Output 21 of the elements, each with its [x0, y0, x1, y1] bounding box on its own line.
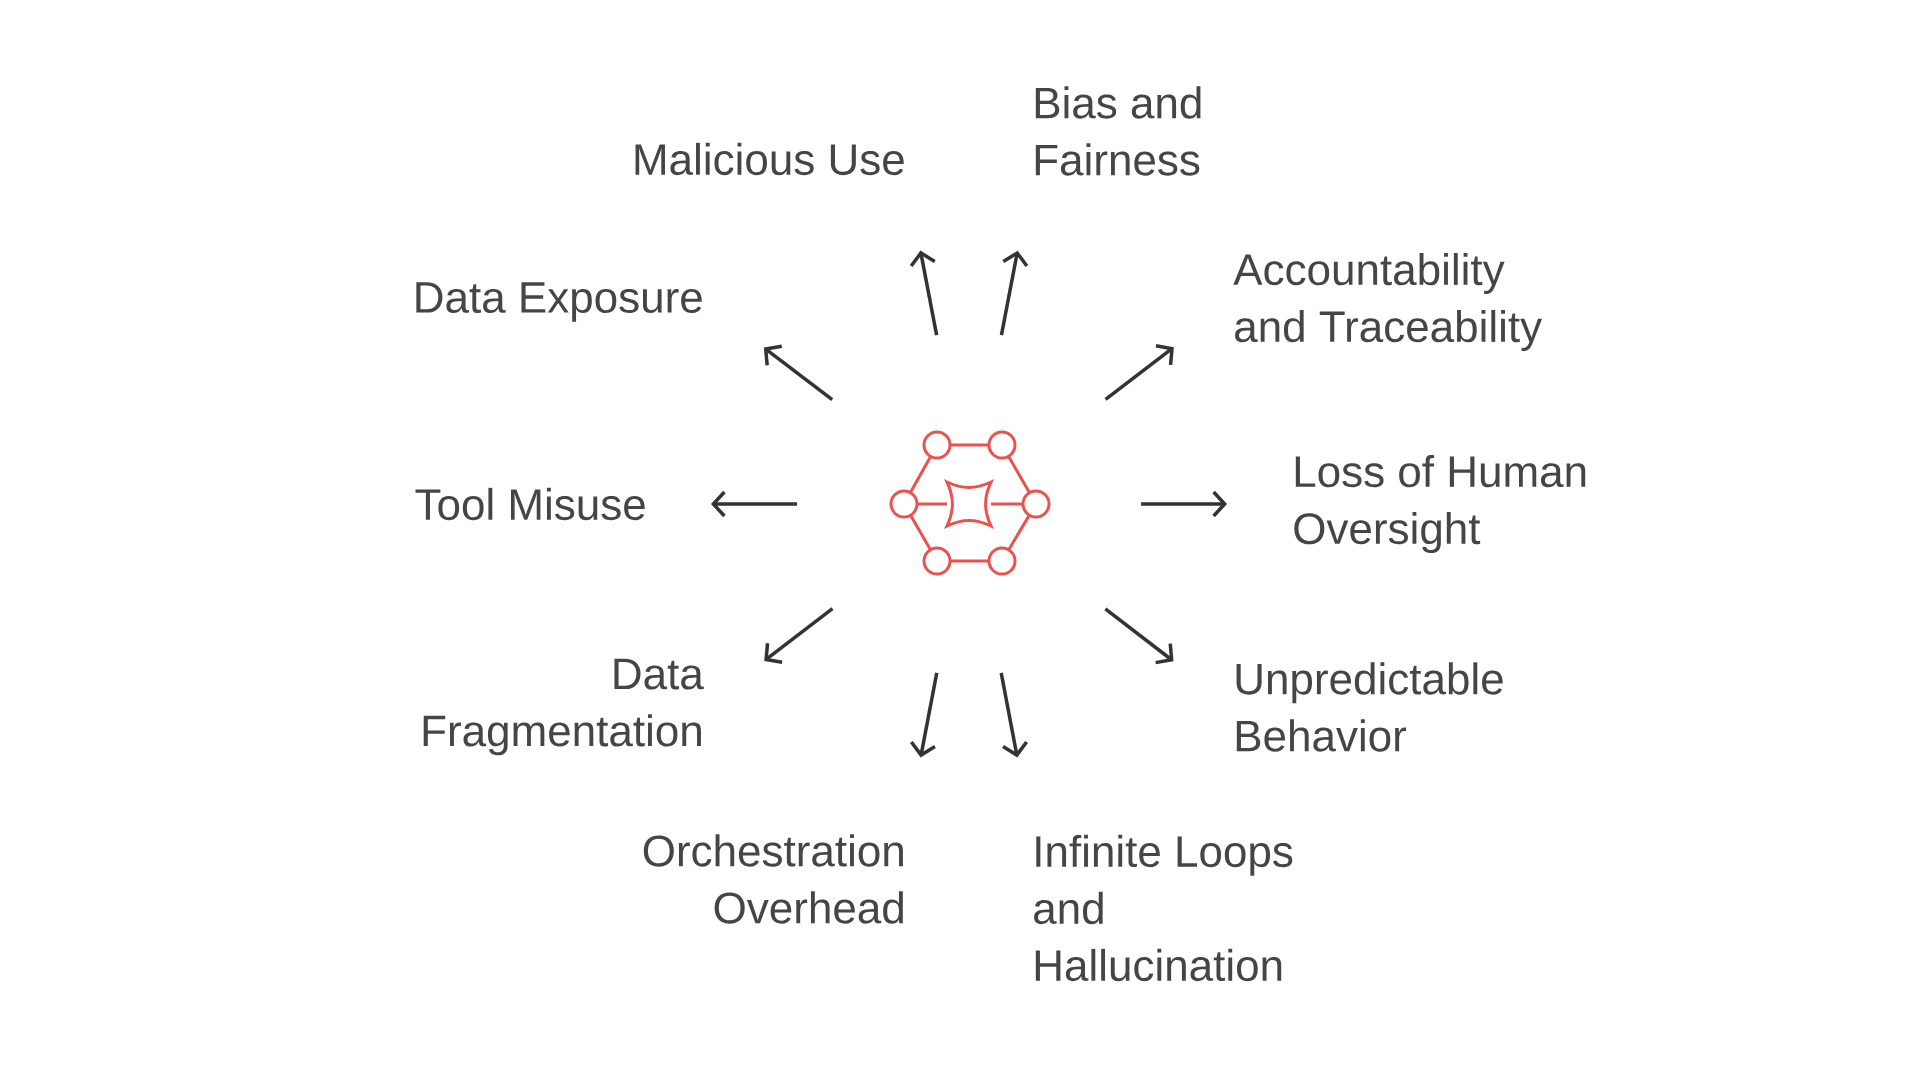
arrow: [909, 672, 939, 758]
risk-label: Infinite Loops and Hallucination: [1034, 834, 1293, 982]
risk-label: Data Fragmentation: [423, 658, 704, 756]
risk-label: Bias and Fairness: [1035, 86, 1201, 176]
arrow: [1141, 490, 1227, 518]
risk-label: Malicious Use: [635, 142, 904, 176]
risk-label: Accountability and Traceability: [1233, 253, 1543, 351]
arrow: [909, 250, 939, 336]
arrow: [763, 344, 834, 402]
risk-label: Data Exposure: [416, 282, 702, 322]
arrow: [999, 250, 1029, 336]
risk-label: Loss of Human Oversight: [1294, 455, 1586, 553]
risk-label: Unpredictable Behavior: [1236, 662, 1503, 752]
risk-label: Tool Misuse: [415, 487, 645, 521]
arrow: [1104, 344, 1174, 401]
arrow: [711, 490, 797, 518]
arrow: [764, 607, 834, 664]
arrow: [1104, 607, 1174, 665]
network-hub-icon-drawing: [889, 430, 1051, 576]
arrow: [999, 672, 1028, 758]
risk-label: Orchestration Overhead: [643, 834, 903, 924]
